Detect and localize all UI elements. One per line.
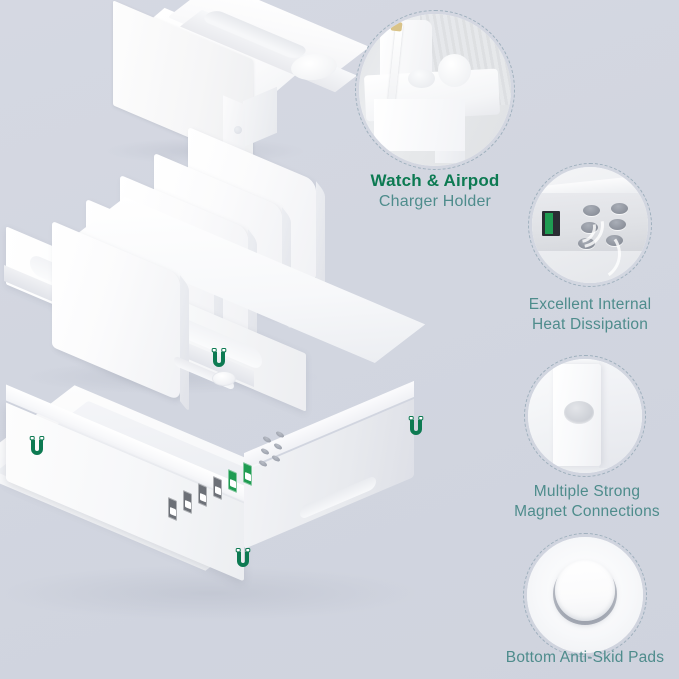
callout-label-line2: Charger Holder xyxy=(378,192,492,210)
horseshoe-magnet-icon xyxy=(233,548,253,570)
vent-hole-4 xyxy=(273,442,283,451)
callout-ring xyxy=(524,355,646,477)
callout-label-line1: Watch & Airpod xyxy=(370,171,500,190)
callout-watch-airpod xyxy=(355,10,515,170)
callout-label-magnet-connections: Multiple Strong Magnet Connections xyxy=(495,482,679,522)
horseshoe-magnet-icon xyxy=(27,436,47,458)
vent-hole-3 xyxy=(260,447,270,456)
callout-label-line1: Excellent Internal xyxy=(528,296,652,313)
callout-heat-dissipation xyxy=(528,163,652,287)
usb-port-qc-5 xyxy=(228,469,237,493)
callout-label-line2: Heat Dissipation xyxy=(531,315,649,333)
callout-label-line1: Multiple Strong xyxy=(533,483,641,500)
usb-port-qc-6 xyxy=(243,462,252,486)
holder-magnet-dot xyxy=(234,126,242,134)
usb-port-strip xyxy=(168,425,318,545)
callout-anti-skid-pads xyxy=(523,533,647,657)
callout-label-line1: Bottom Anti-Skid Pads xyxy=(505,649,665,666)
usb-port-4 xyxy=(213,476,222,500)
tray-magnet-recess xyxy=(212,371,236,386)
vent-hole-6 xyxy=(271,454,281,463)
callout-magnet-connections xyxy=(524,355,646,477)
callout-label-anti-skid-pads: Bottom Anti-Skid Pads xyxy=(488,648,679,668)
divider-edge xyxy=(180,275,189,413)
usb-port-2 xyxy=(183,490,192,514)
callout-label-watch-airpod: Watch & Airpod Charger Holder xyxy=(335,170,535,212)
vent-hole-2 xyxy=(275,430,285,439)
usb-port-3 xyxy=(198,483,207,507)
callout-ring xyxy=(523,533,647,657)
callout-label-line2: Magnet Connections xyxy=(514,502,660,520)
vent-hole-5 xyxy=(258,459,268,468)
vent-hole-1 xyxy=(262,435,272,444)
usb-port-1 xyxy=(168,497,177,521)
base-shadow xyxy=(0,565,420,621)
callout-label-heat-dissipation: Excellent Internal Heat Dissipation xyxy=(500,295,679,335)
horseshoe-magnet-icon xyxy=(406,416,426,438)
callout-ring xyxy=(528,163,652,287)
horseshoe-magnet-icon xyxy=(209,348,229,370)
callout-ring xyxy=(355,10,515,170)
